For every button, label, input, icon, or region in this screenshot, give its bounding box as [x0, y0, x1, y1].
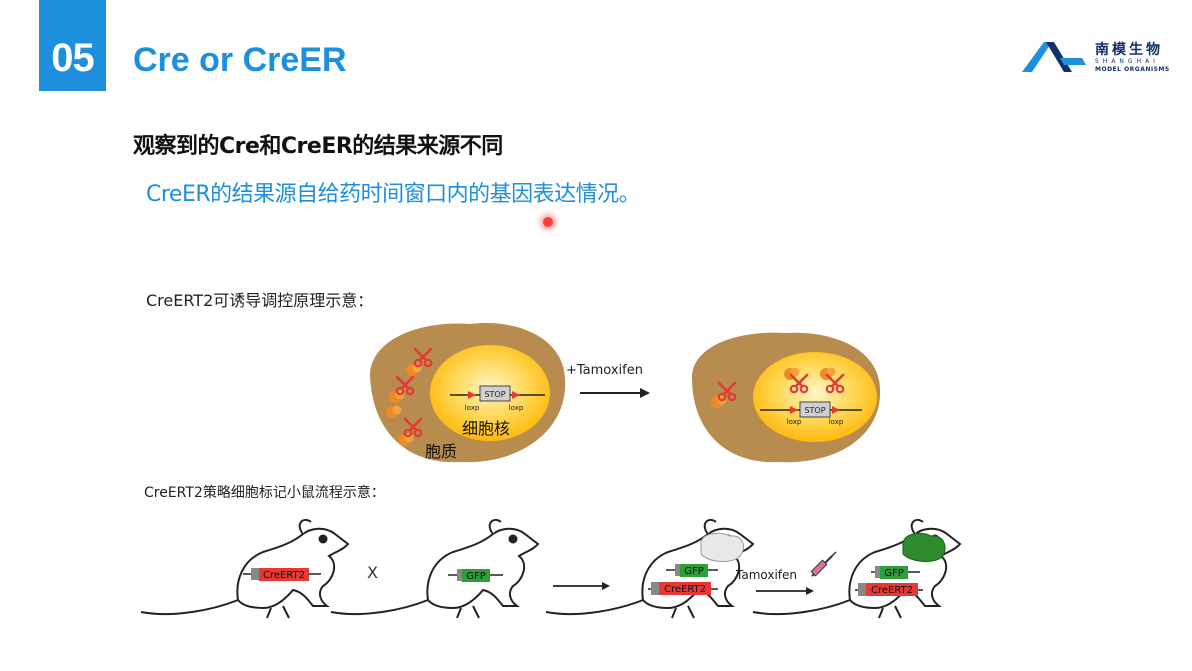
loxp-label-right-2: loxp	[829, 418, 844, 426]
cell-before-tamoxifen: STOP loxp loxp 细胞核 胞质	[370, 323, 566, 463]
gene-label-creert2-2: CreERT2	[664, 584, 706, 595]
slide-title: Cre or CreER	[133, 41, 347, 79]
gene-label-creert2-3: CreERT2	[871, 585, 913, 596]
gene-label-creert2-1: CreERT2	[263, 570, 305, 581]
nucleus-right	[753, 352, 877, 442]
cytoplasm-label: 胞质	[425, 442, 457, 461]
arrow-right-icon-3	[756, 587, 814, 595]
gene-label-gfp-2: GFP	[684, 566, 704, 577]
stop-label-left: STOP	[484, 390, 505, 399]
stop-box-right	[799, 401, 831, 418]
gene-label-gfp-1: GFP	[466, 571, 486, 582]
caption-labeling-workflow: CreERT2策略细胞标记小鼠流程示意：	[144, 485, 385, 501]
cross-symbol: X	[367, 563, 378, 582]
tamoxifen-arrow-label: +Tamoxifen	[566, 363, 643, 378]
logo-name-cn: 南模生物	[1095, 42, 1163, 58]
subline: CreER的结果源自给药时间窗口内的基因表达情况。	[146, 182, 641, 207]
loxp-label-left-2: loxp	[509, 404, 524, 412]
company-logo-icon	[1022, 42, 1086, 72]
logo-name-en-line1: SHANGHAI	[1095, 58, 1159, 65]
nucleus-label: 细胞核	[462, 419, 510, 438]
loxp-label-left-1: loxp	[465, 404, 480, 412]
logo-name-en-line2: MODEL ORGANISMS	[1095, 66, 1170, 73]
tamoxifen-label: Tamoxifen	[735, 568, 797, 582]
stop-box-left	[479, 385, 511, 402]
mouse-double-treated: GFP CreERT2	[752, 518, 961, 619]
gene-label-gfp-3: GFP	[884, 568, 904, 579]
cell-after-tamoxifen: STOP loxp loxp	[691, 332, 881, 463]
slide-number-box	[39, 0, 106, 91]
mouse-creert2: CreERT2	[140, 518, 349, 619]
loxp-label-right-1: loxp	[787, 418, 802, 426]
stop-label-right: STOP	[804, 406, 825, 415]
arrow-right-icon	[580, 388, 650, 398]
mouse-double-untreated: GFP CreERT2	[545, 518, 754, 619]
mouse-gfp: GFP	[330, 518, 539, 619]
syringe-icon	[810, 551, 837, 577]
laser-pointer-dot	[543, 217, 553, 227]
headline: 观察到的Cre和CreER的结果来源不同	[133, 134, 503, 159]
slide-number: 05	[51, 36, 95, 80]
caption-induction-principle: CreERT2可诱导调控原理示意：	[146, 291, 374, 310]
arrow-right-icon-2	[553, 582, 610, 590]
